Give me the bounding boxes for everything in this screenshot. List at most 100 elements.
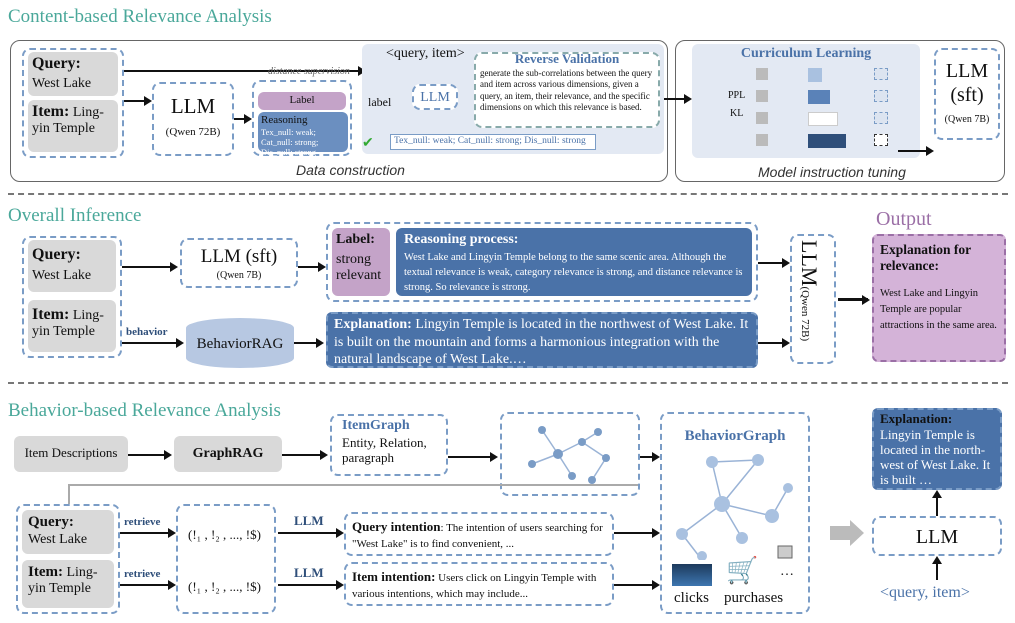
- arrow: [120, 528, 176, 538]
- reverse-validation-box: Reverse Validation generate the sub-corr…: [474, 51, 660, 128]
- sample-block: [756, 68, 768, 80]
- tex-line-box: Tex_null: weak; Cat_null: strong; Dis_nu…: [390, 134, 596, 150]
- sample-block: [756, 90, 768, 102]
- query-value: West Lake: [32, 268, 92, 283]
- explanation-text: Explanation: Lingyin Temple is located i…: [334, 316, 754, 369]
- inference-query-card: Query: West Lake: [28, 240, 116, 292]
- itemgraph-viz-box: [500, 412, 640, 496]
- arrow: [758, 338, 790, 348]
- arrow: [758, 258, 790, 268]
- arrow: [664, 94, 692, 104]
- arrow: [120, 580, 176, 590]
- distance-supervision-label: distance supervision: [268, 66, 350, 77]
- query-intention-title: Query intention: [352, 519, 441, 534]
- item-label: Item:: [32, 103, 70, 120]
- arrow: [614, 528, 660, 538]
- item-descriptions-label: Item Descriptions: [24, 445, 118, 460]
- sft-llm-label: LLM (sft): [200, 246, 278, 267]
- arrow: [278, 580, 344, 590]
- big-arrow-shaft: [830, 526, 850, 540]
- sft-llm-label: LLM: [945, 60, 989, 82]
- inference-sft-llm-box: LLM (sft) (Qwen 7B): [180, 238, 298, 288]
- content-llm-box: LLM (Qwen 72B): [152, 82, 234, 156]
- clicks-icon: [672, 564, 712, 586]
- tex-line: Tex_null: weak; Cat_null: strong; Dis_nu…: [394, 136, 586, 146]
- explanation-title: Explanation:: [880, 411, 953, 426]
- graphrag-label: GraphRAG: [192, 446, 264, 461]
- label-card: Label: strong relevant: [332, 228, 390, 296]
- item-intention-box: Item intention: Users click on Lingyin T…: [344, 562, 614, 606]
- arrow: [614, 580, 660, 590]
- llm-label: LLM: [170, 94, 216, 118]
- curriculum-title: Curriculum Learning: [740, 46, 872, 61]
- sft-llm-label2: (sft): [950, 84, 984, 106]
- arrow: [838, 295, 870, 305]
- model-tuning-panel: [675, 40, 1005, 182]
- behavior-graph-network: [676, 454, 793, 560]
- ellipsis: …: [780, 564, 794, 579]
- item-text: Item: Ling-yin Temple: [28, 564, 114, 597]
- section-title-behavior: Behavior-based Relevance Analysis: [8, 400, 281, 421]
- curriculum-block: [808, 90, 830, 104]
- clicks-label: clicks: [674, 590, 709, 606]
- item-value: Ling-yin Temple: [28, 565, 98, 597]
- arrow: [122, 338, 184, 348]
- itemgraph-box: ItemGraph Entity, Relation, paragraph: [330, 414, 448, 476]
- output-card: Explanation for relevance: West Lake and…: [872, 234, 1006, 362]
- query-set: (!₁ , !₂ , ..., !$): [188, 527, 261, 542]
- query-value: West Lake: [32, 76, 92, 91]
- retrieve-label: retrieve: [124, 568, 161, 580]
- retrieved-set-box: (!₁ , !₂ , ..., !$) (!₁ , !₂ , ..., !$): [176, 504, 276, 614]
- behaviorrag-label: BehaviorRAG: [196, 336, 284, 352]
- ppl-label: PPL: [728, 90, 746, 101]
- explanation-text: Lingyin Temple is located in the north-w…: [880, 427, 991, 487]
- behaviorrag-cylinder: BehaviorRAG: [186, 318, 294, 368]
- reverse-title: Reverse Validation: [514, 51, 620, 66]
- output-heading: Explanation for relevance:: [880, 242, 971, 273]
- item-label: Item:: [32, 306, 70, 323]
- content-item-card: Item: Ling-yin Temple: [28, 100, 118, 152]
- reasoning-card: Reasoning process: West Lake and Lingyin…: [396, 228, 752, 296]
- section-title-content: Content-based Relevance Analysis: [8, 6, 272, 27]
- query-item-label: <query, item>: [386, 46, 465, 61]
- behaviorgraph-box: BehaviorGraph 🛒 … clicks purchases: [660, 412, 810, 614]
- item-label: Item:: [28, 564, 63, 580]
- llm-label: LLM: [294, 513, 324, 528]
- divider: [8, 193, 1008, 195]
- check-icon: ✔: [362, 136, 374, 151]
- arrow: [932, 490, 942, 516]
- query-intention-text: Query intention: The intention of users …: [352, 518, 610, 553]
- kl-label: KL: [730, 108, 744, 119]
- data-construction-panel: [10, 40, 668, 182]
- reasoning-detail: Tex_null: weak; Cat_null: strong; Dis_nu…: [261, 127, 319, 158]
- reasoning-tag: Reasoning Tex_null: weak; Cat_null: stro…: [258, 112, 348, 157]
- caption-model-tuning: Model instruction tuning: [758, 164, 906, 180]
- big-llm-model: (Qwen 72B): [799, 286, 811, 342]
- reasoning-title: Reasoning process:: [404, 232, 519, 247]
- sft-llm-box: LLM (sft) (Qwen 7B): [934, 48, 1000, 140]
- inference-big-llm-box: LLM(Qwen 72B): [790, 234, 836, 364]
- curriculum-block: [808, 134, 846, 148]
- big-llm-text: LLM(Qwen 72B): [797, 240, 822, 341]
- item-text: Item: Ling-yin Temple: [32, 306, 116, 340]
- query-label: Query:: [32, 55, 81, 72]
- item-graph-network: [528, 426, 610, 484]
- arrow: [640, 452, 660, 462]
- llm-label: LLM: [294, 565, 324, 580]
- graphrag-box: GraphRAG: [174, 436, 282, 472]
- robot-icon: [874, 90, 888, 102]
- arrow: [124, 96, 152, 106]
- query-label: Query:: [28, 514, 74, 530]
- section-title-inference: Overall Inference: [8, 205, 142, 226]
- query-label: Query:: [32, 246, 81, 263]
- query-intention-body: : The intention of users searching for "…: [352, 522, 603, 550]
- query-item-label: <query, item>: [880, 584, 970, 601]
- final-llm-label: LLM: [915, 526, 959, 548]
- final-llm-box: LLM: [872, 516, 1002, 556]
- arrow: [122, 262, 178, 272]
- explanation-card: Explanation: Lingyin Temple is located i…: [326, 312, 758, 368]
- arrow: [128, 450, 172, 460]
- robot-icon: [874, 112, 888, 124]
- curriculum-block: [808, 68, 822, 82]
- curriculum-area: Curriculum Learning PPL KL: [692, 44, 920, 158]
